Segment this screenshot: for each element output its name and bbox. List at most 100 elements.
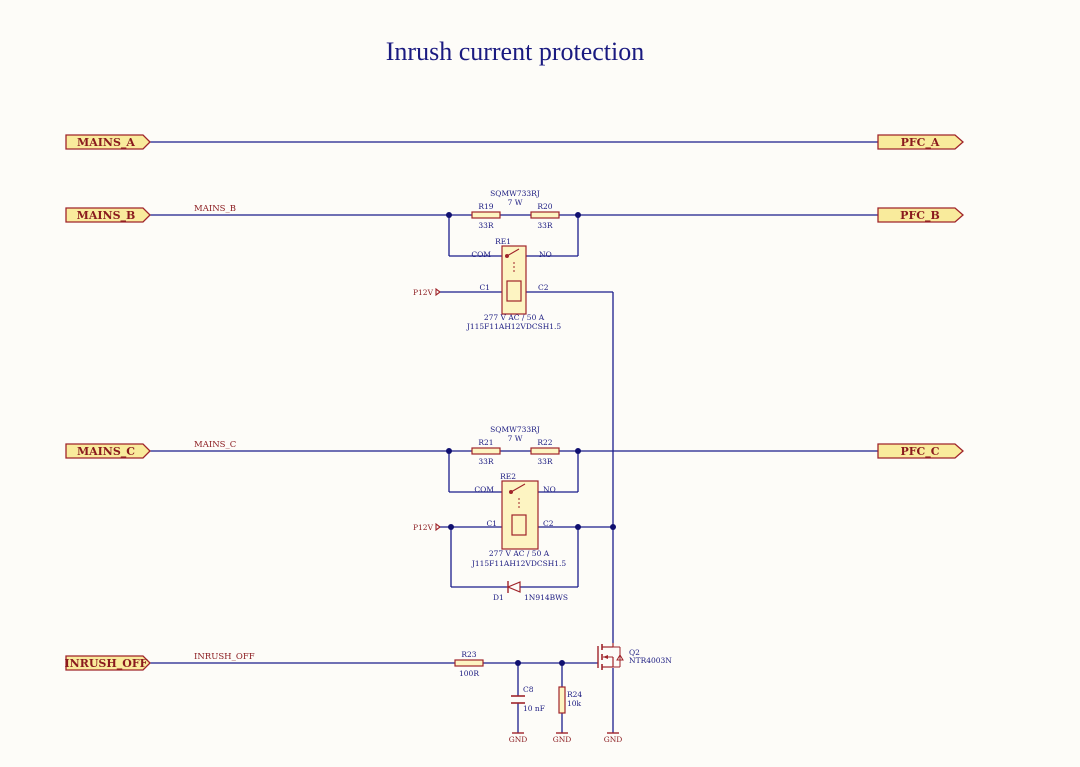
port-pfc-a[interactable]: PFC_A <box>877 134 964 150</box>
junction-dot <box>559 660 565 666</box>
net-label-inrush-off: INRUSH_OFF <box>194 652 255 662</box>
port-inrush-off[interactable]: INRUSH_OFF <box>65 655 151 671</box>
relay-rating: 277 V AC / 50 A <box>484 313 545 322</box>
port-label: PFC_B <box>900 209 940 223</box>
relay-coil <box>506 280 522 302</box>
resistor-ref: R23 <box>461 650 476 659</box>
relay-part: J115F11AH12VDCSH1.5 <box>471 559 567 568</box>
port-shape <box>65 443 151 459</box>
junction-dot <box>515 660 521 666</box>
junction-dot <box>448 524 454 530</box>
port-mains-b[interactable]: MAINS_B <box>65 207 151 223</box>
net-label-mains-c: MAINS_C <box>194 440 236 450</box>
resistor-value: 10k <box>567 699 582 708</box>
relay-com-label: COM <box>474 485 494 494</box>
port-label: PFC_A <box>901 136 940 150</box>
relay-c2-label: C2 <box>538 283 549 292</box>
port-mains-c[interactable]: MAINS_C <box>65 443 151 459</box>
relay-c1-label: C1 <box>479 283 490 292</box>
relay-rating: 277 V AC / 50 A <box>489 549 550 558</box>
power-arrow-icon <box>435 287 441 297</box>
port-shape <box>877 443 964 459</box>
resistor-ref: R21 <box>478 438 493 447</box>
resistor-body <box>471 447 501 455</box>
relay-ref: RE2 <box>500 472 516 481</box>
diode-d1[interactable]: D1 1N914BWS <box>493 581 568 602</box>
resistor-ref: R20 <box>537 202 552 211</box>
mosfet-q2[interactable]: Q2 NTR4003N <box>597 643 672 670</box>
net-label-mains-b: MAINS_B <box>194 204 236 214</box>
port-shape <box>65 207 151 223</box>
resistor-ref: R24 <box>567 690 582 699</box>
resistor-r24[interactable]: R24 10k <box>558 686 582 714</box>
junction-dot <box>446 448 452 454</box>
port-label: MAINS_B <box>77 209 136 223</box>
resistor-power-label: 7 W <box>508 198 523 207</box>
resistor-body <box>471 211 501 219</box>
ground-symbol-c8: GND <box>509 732 528 744</box>
junction-dot <box>575 524 581 530</box>
relay-re1[interactable]: RE1 COM NO C1 C2 277 V AC / 50 A J115F11… <box>466 237 562 331</box>
resistor-value: 33R <box>537 457 553 466</box>
relay-switch-arm <box>506 248 520 257</box>
capacitor-c8[interactable]: C8 10 nF <box>511 685 545 713</box>
resistor-body <box>530 211 560 219</box>
port-label: INRUSH_OFF <box>65 657 148 671</box>
resistor-body <box>454 659 484 667</box>
relay-c2-label: C2 <box>543 519 554 528</box>
port-label: MAINS_C <box>77 445 135 459</box>
diode-part: 1N914BWS <box>524 593 568 602</box>
power-label: P12V <box>413 523 434 532</box>
junction-dot <box>575 448 581 454</box>
ground-label: GND <box>604 735 623 744</box>
relay-ref: RE1 <box>495 237 511 246</box>
port-pfc-b[interactable]: PFC_B <box>877 207 964 223</box>
resistor-body <box>530 447 560 455</box>
relay-com-label: COM <box>471 250 491 259</box>
capacitor-ref: C8 <box>523 685 534 694</box>
resistor-value: 33R <box>537 221 553 230</box>
relay-coil <box>511 514 527 536</box>
capacitor-value: 10 nF <box>523 704 545 713</box>
resistor-r22[interactable]: R22 33R <box>530 438 560 466</box>
resistor-part-label: SQMW733RJ <box>490 189 540 198</box>
port-shape <box>65 655 151 671</box>
schematic-title: Inrush current protection <box>386 37 644 66</box>
relay-no-label: NO <box>539 250 552 259</box>
junction-dot <box>446 212 452 218</box>
ground-symbol-r24: GND <box>553 732 572 744</box>
resistor-ref: R22 <box>537 438 552 447</box>
port-label: PFC_C <box>900 445 939 459</box>
resistor-part-label: SQMW733RJ <box>490 425 540 434</box>
ground-label: GND <box>553 735 572 744</box>
resistor-r23[interactable]: R23 100R <box>454 650 484 678</box>
diode-ref: D1 <box>493 593 504 602</box>
resistor-r21[interactable]: R21 33R <box>471 438 501 466</box>
relay-switch-arm <box>510 483 526 493</box>
power-flag-p12v: P12V <box>413 522 441 532</box>
relay-no-label: NO <box>543 485 556 494</box>
mosfet-part: NTR4003N <box>629 656 672 665</box>
resistor-power-label: 7 W <box>508 434 523 443</box>
port-label: MAINS_A <box>77 136 135 150</box>
resistor-value: 33R <box>478 457 494 466</box>
ground-label: GND <box>509 735 528 744</box>
body-diode-icon <box>616 654 624 661</box>
resistor-ref: R19 <box>478 202 493 211</box>
junctions <box>446 212 616 666</box>
ground-symbol-q2: GND <box>604 732 623 744</box>
port-mains-a[interactable]: MAINS_A <box>65 134 151 150</box>
resistor-r20[interactable]: R20 33R <box>530 202 560 230</box>
relay-re2[interactable]: RE2 COM NO C1 C2 277 V AC / 50 A J115F11… <box>471 472 567 568</box>
power-flag-p12v: P12V <box>413 287 441 297</box>
port-shape <box>877 207 964 223</box>
relay-c1-label: C1 <box>486 519 497 528</box>
junction-dot <box>610 524 616 530</box>
resistor-body <box>558 686 566 714</box>
resistor-r19[interactable]: R19 33R <box>471 202 501 230</box>
port-pfc-c[interactable]: PFC_C <box>877 443 964 459</box>
junction-dot <box>575 212 581 218</box>
diode-triangle-icon <box>506 581 521 593</box>
relay-part: J115F11AH12VDCSH1.5 <box>466 322 562 331</box>
port-shape <box>65 134 151 150</box>
